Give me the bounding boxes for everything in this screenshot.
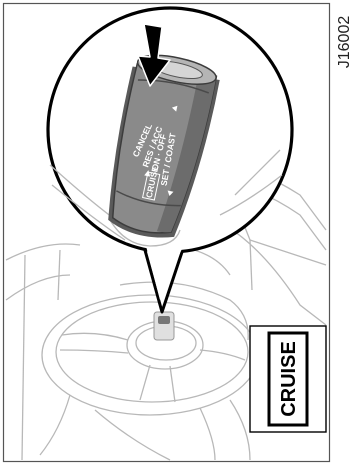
figure-code: J16002: [336, 16, 353, 69]
cruise-legend-label: CRUISE: [278, 341, 300, 417]
column-stalk: [154, 312, 174, 340]
cruise-legend-box: CRUISE: [250, 326, 326, 432]
